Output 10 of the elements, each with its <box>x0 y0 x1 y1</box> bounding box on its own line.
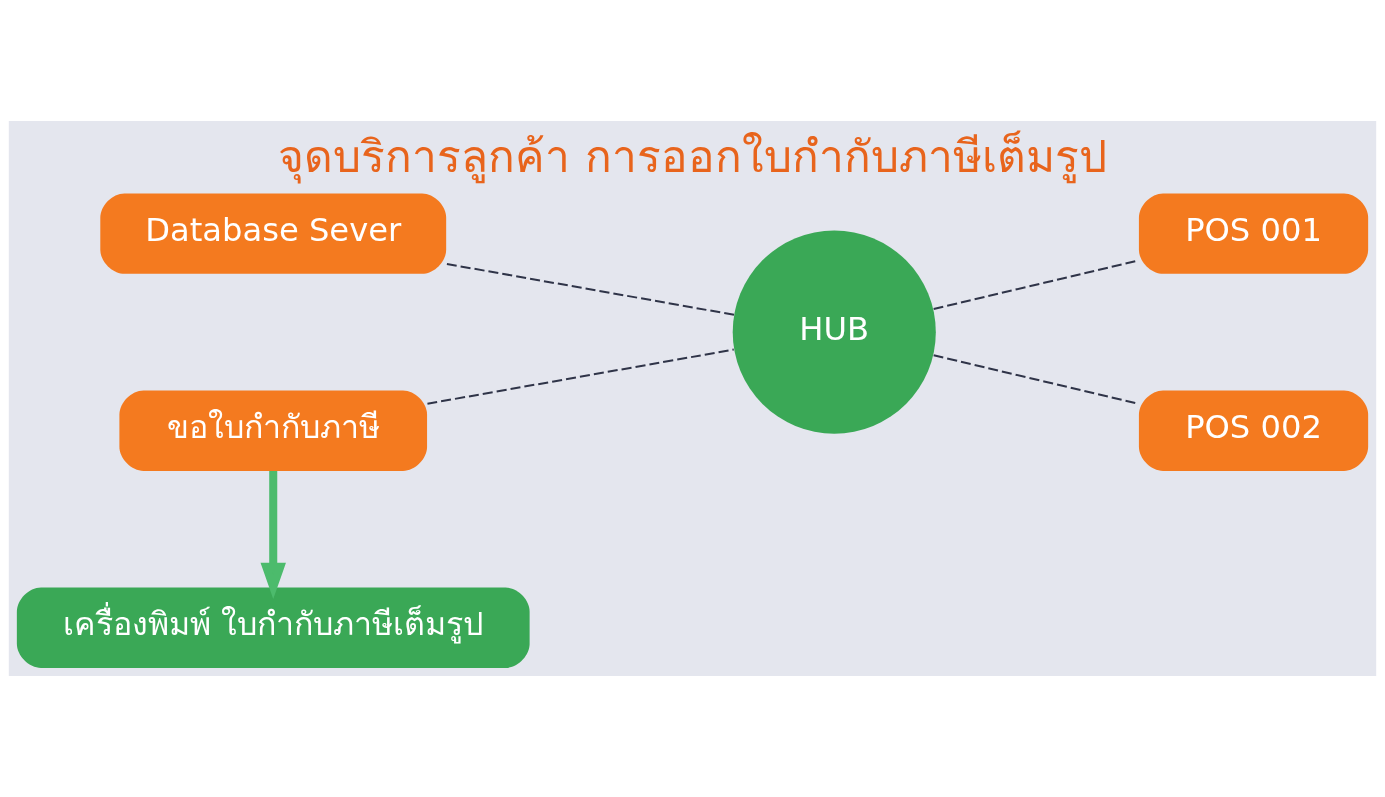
arrow <box>260 470 286 600</box>
node-box: ขอใบกำกับภาษี <box>119 390 428 471</box>
diagram-title: จุดบริการลูกค้า การออกใบกำกับภาษีเต็มรูป <box>278 131 1107 183</box>
node-box: POS 002 <box>1138 390 1369 471</box>
connector <box>427 348 734 405</box>
connector <box>446 263 735 316</box>
node-box: Database Sever <box>100 193 447 274</box>
node-circle: HUB <box>732 230 936 434</box>
node-box: เครื่องพิมพ์ ใบกำกับภาษีเต็มรูป <box>16 587 530 668</box>
node-box: POS 001 <box>1138 193 1369 274</box>
